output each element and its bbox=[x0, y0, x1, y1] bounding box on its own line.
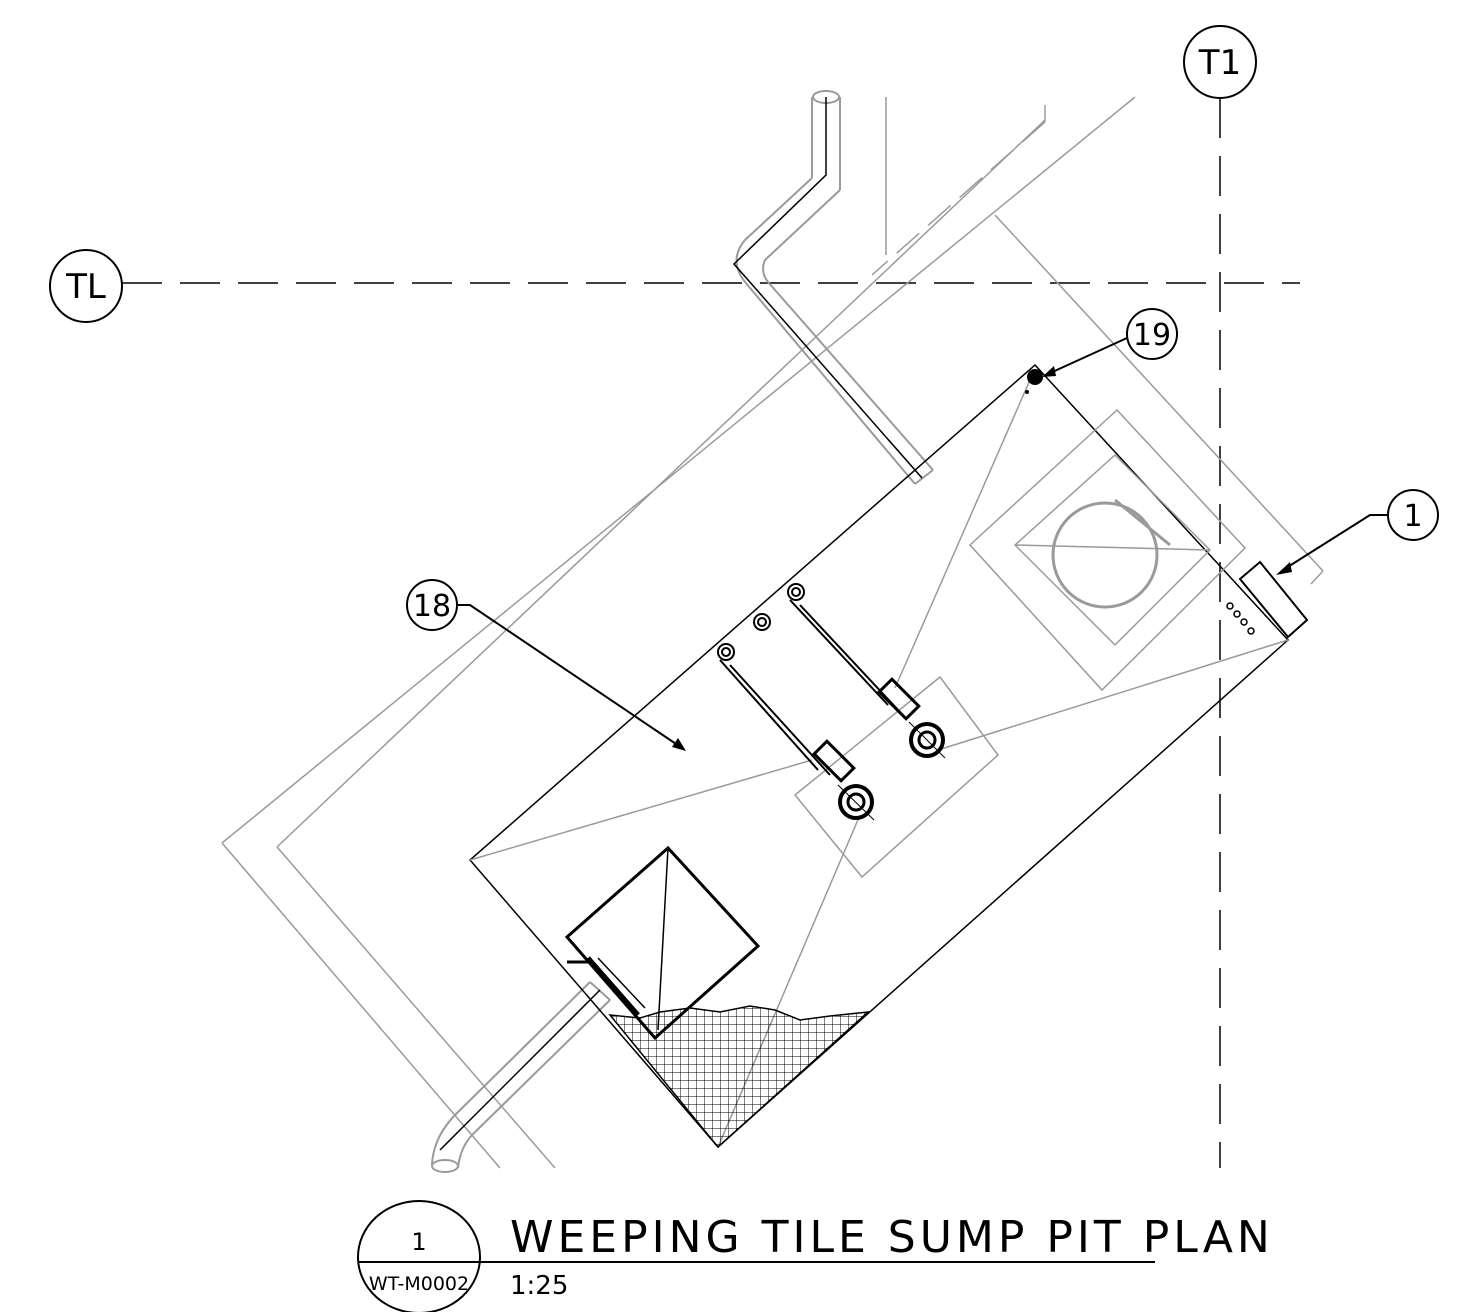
pump-1 bbox=[812, 739, 875, 821]
pump-risers bbox=[717, 583, 901, 776]
sump-pit-outline bbox=[468, 363, 1290, 1149]
gridline-t1: T1 bbox=[1183, 25, 1257, 1168]
callout-18: 18 bbox=[406, 579, 686, 751]
callout-1-label: 1 bbox=[1403, 499, 1422, 534]
gridline-tl-label: TL bbox=[65, 267, 106, 307]
callout-1: 1 bbox=[1276, 489, 1439, 575]
access-hatch bbox=[968, 408, 1247, 692]
sheet-number: WT-M0002 bbox=[369, 1273, 469, 1295]
foundation-walls bbox=[221, 96, 1324, 1169]
drawing-title: WEEPING TILE SUMP PIT PLAN bbox=[510, 1212, 1274, 1263]
detail-bubble bbox=[357, 1200, 481, 1312]
gridline-tl-bubble bbox=[49, 249, 123, 323]
pipe-bottom-center bbox=[439, 989, 601, 1151]
pipe-bottom bbox=[431, 981, 611, 1173]
concrete-hatch bbox=[608, 1005, 871, 1149]
callout-19-bubble bbox=[1126, 308, 1178, 360]
float-switch bbox=[1025, 369, 1043, 394]
pipe-top bbox=[735, 90, 934, 485]
gridline-tl: TL bbox=[49, 249, 1300, 323]
detail-number: 1 bbox=[411, 1228, 426, 1256]
callout-19: 19 bbox=[1042, 308, 1178, 377]
title-block: 1 WT-M0002 WEEPING TILE SUMP PIT PLAN 1:… bbox=[357, 1200, 1274, 1312]
drawing-scale: 1:25 bbox=[510, 1271, 568, 1301]
gridline-t1-label: T1 bbox=[1198, 43, 1241, 83]
callout-18-label: 18 bbox=[413, 589, 451, 624]
sump-pit bbox=[468, 363, 1290, 1149]
exterior-panel bbox=[1226, 560, 1309, 639]
callout-19-label: 19 bbox=[1133, 318, 1171, 353]
pump-2 bbox=[877, 677, 946, 759]
pipe-top-center bbox=[732, 97, 923, 479]
